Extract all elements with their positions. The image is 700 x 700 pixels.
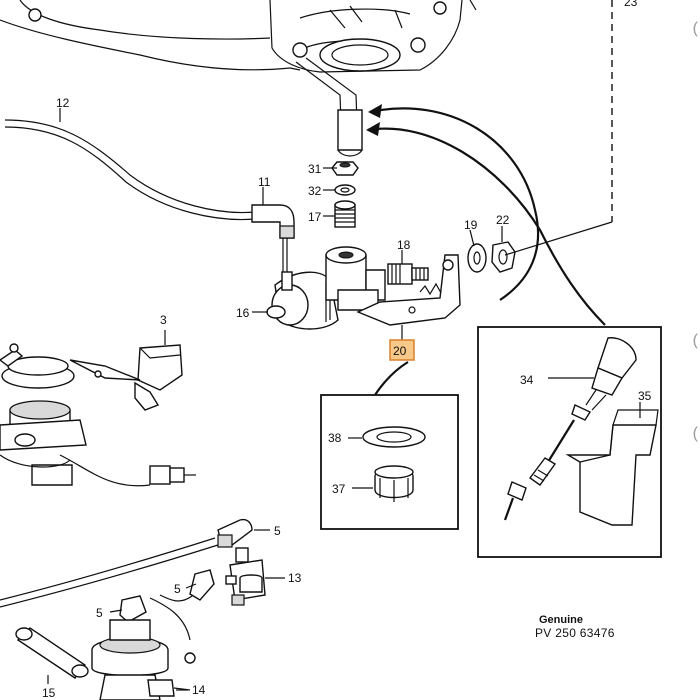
brand-label: Genuine — [539, 614, 584, 626]
edge-mark-3: ( — [692, 425, 698, 442]
label-31: 31 — [308, 162, 322, 176]
label-34: 34 — [520, 373, 534, 387]
label-35: 35 — [638, 389, 652, 403]
part-reference: PV 250 63476 — [535, 626, 615, 640]
wire-harness — [59, 454, 196, 487]
washer-19 — [467, 243, 487, 273]
vacuum-hose-12 — [4, 119, 256, 221]
detail-box-seal — [320, 361, 459, 530]
washer-32 — [334, 184, 356, 196]
nut-31 — [331, 161, 359, 176]
label-5-middle: 5 — [174, 582, 181, 596]
hose-5-middle — [149, 569, 215, 641]
switch-3 — [69, 330, 183, 411]
reference-line-23 — [504, 0, 613, 256]
highlight-box-20 — [389, 339, 415, 361]
bracket-20 — [356, 254, 461, 343]
elbow-5-top — [217, 518, 253, 548]
elbow-connector-11 — [251, 204, 295, 275]
hose-5-lower — [119, 595, 147, 623]
flow-arrows — [366, 104, 606, 326]
label-38: 38 — [328, 431, 342, 445]
label-14: 14 — [192, 683, 206, 697]
label-18: 18 — [397, 238, 411, 252]
callout-leaders-lower — [109, 529, 270, 691]
vacuum-hose-lower — [0, 537, 219, 608]
label-32: 32 — [308, 184, 322, 198]
diaphragm-unit-left — [0, 343, 87, 486]
sensor-18 — [387, 263, 429, 285]
intake-manifold-housing — [0, 0, 477, 73]
diagram-footer: Genuine PV 250 63476 — [535, 614, 615, 640]
label-5-lower: 5 — [96, 606, 103, 620]
label-12: 12 — [56, 96, 70, 110]
control-valve-16 — [266, 246, 386, 330]
label-5-top: 5 — [274, 524, 281, 538]
detail-box-sensor — [477, 326, 662, 558]
label-13: 13 — [288, 571, 302, 585]
edge-mark-1: ( — [692, 20, 698, 37]
label-20: 20 — [393, 344, 407, 358]
fitting-17 — [334, 200, 356, 228]
label-22: 22 — [496, 213, 510, 227]
hose-15 — [15, 627, 89, 684]
label-15: 15 — [42, 686, 56, 700]
label-16: 16 — [236, 306, 250, 320]
label-23: 23 — [624, 0, 638, 9]
label-3: 3 — [160, 313, 167, 327]
nut-22 — [491, 241, 516, 273]
vacuum-bellows-unit — [91, 619, 196, 700]
label-11: 11 — [258, 175, 271, 189]
edge-mark-2: ( — [692, 332, 698, 349]
vacuum-hose-upper — [295, 57, 363, 157]
callout-leaders-upper — [59, 108, 503, 313]
label-17: 17 — [308, 210, 322, 224]
label-19: 19 — [464, 218, 478, 232]
label-37: 37 — [332, 482, 346, 496]
callout-labels: 12 11 31 32 17 16 18 19 22 23 20 3 38 37… — [42, 0, 652, 700]
solenoid-valve-13 — [225, 547, 285, 606]
